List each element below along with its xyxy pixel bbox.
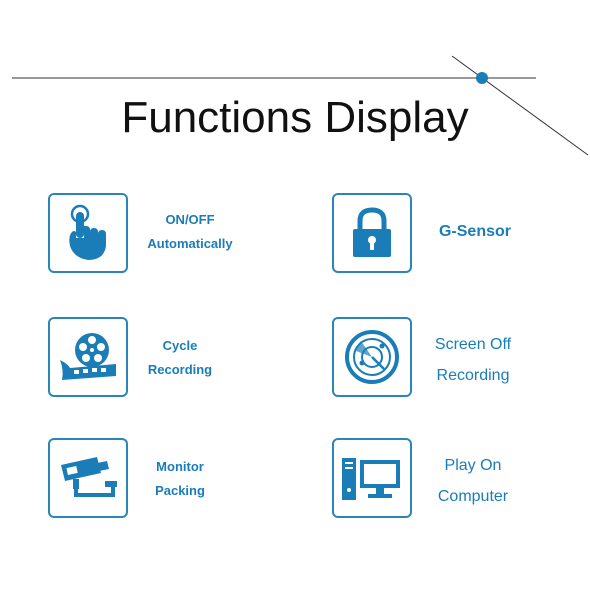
play-on-label: Play On Computer bbox=[437, 457, 509, 505]
monitor-icon-box bbox=[48, 438, 128, 518]
hand-touch-icon bbox=[69, 204, 106, 260]
screen-off-label: Screen Off Recording bbox=[434, 336, 512, 384]
radar-icon bbox=[345, 330, 399, 384]
monitor-label: Monitor Packing bbox=[155, 459, 205, 498]
accent-dot bbox=[476, 72, 488, 84]
on-off-icon-box bbox=[48, 193, 128, 273]
g-sensor-icon-box bbox=[332, 193, 412, 273]
screen-off-icon-box bbox=[332, 317, 412, 397]
on-off-label: ON/OFF Automatically bbox=[147, 212, 233, 251]
desktop-computer-icon bbox=[342, 458, 400, 500]
cycle-icon-box bbox=[48, 317, 128, 397]
cycle-label: Cycle Recording bbox=[147, 338, 213, 377]
padlock-icon bbox=[353, 207, 391, 257]
security-camera-icon bbox=[61, 457, 117, 497]
g-sensor-label: G-Sensor bbox=[438, 223, 511, 240]
page-title: Functions Display bbox=[121, 93, 469, 142]
play-on-icon-box bbox=[332, 438, 412, 518]
film-reel-icon bbox=[60, 333, 116, 380]
